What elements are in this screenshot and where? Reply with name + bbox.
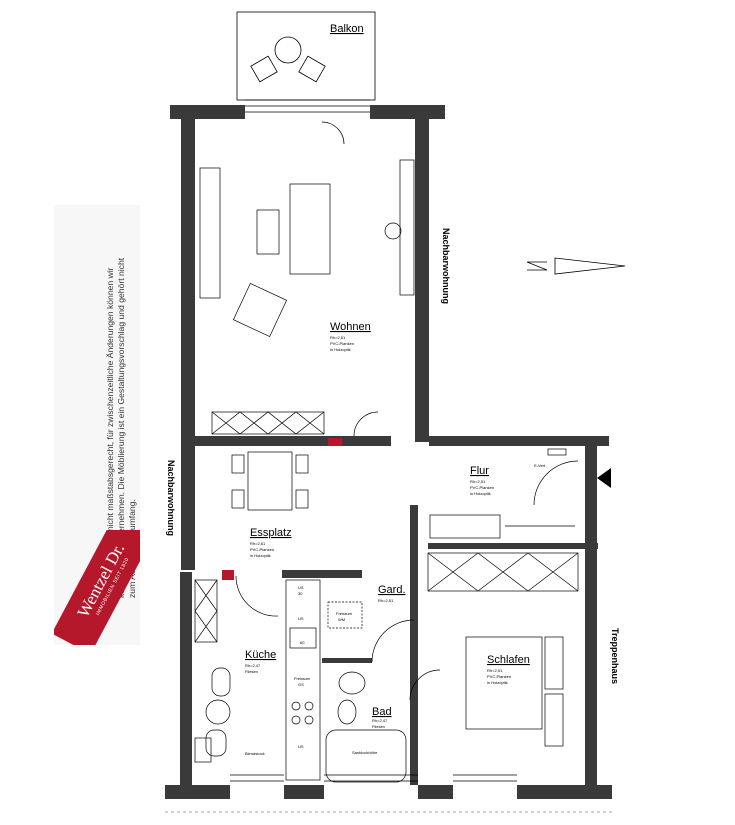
wardrobe-flur: [429, 514, 501, 539]
entrance-marker-icon: [597, 468, 611, 488]
kitchen-cabinet: [194, 579, 218, 643]
floor-type-bad: Fliesen: [372, 724, 385, 729]
side-label-treppenhaus: Treppenhaus: [610, 628, 620, 684]
room-label-bad: Bad: [372, 706, 392, 718]
floor-type-schlafen: PVC-Planken: [487, 674, 511, 679]
balcony-chair-left: [250, 55, 278, 83]
fixture-blendstock: Blendstock: [245, 751, 265, 756]
room-label-schlafen: Schlafen: [487, 654, 530, 666]
fixture-el-vert: E-Vert: [534, 463, 546, 468]
fixture-us60: US: [298, 616, 304, 621]
room-label-gard: Gard.: [378, 584, 406, 596]
washing-machine: [327, 601, 363, 629]
room-label-essplatz: Essplatz: [250, 527, 292, 539]
accent-marks: [222, 438, 342, 580]
north-arrow-icon: [526, 257, 626, 275]
kitchen-counter: [285, 579, 321, 781]
fixture-freiraum-wm-type: WM: [338, 617, 345, 622]
room-label-kueche: Küche: [245, 649, 276, 661]
side-label-nachbar-right: Nachbarwohnung: [441, 228, 451, 304]
fixture-sanblock: Sanblockhöhe: [352, 750, 378, 755]
bathtub: [325, 729, 407, 783]
wardrobe-schlafen: [427, 552, 579, 592]
floor-finish-essplatz: in Holzoptik: [250, 553, 271, 558]
window-seat: [211, 411, 325, 435]
tv-unit: [399, 159, 415, 296]
room-height-schlafen: Rh=2,51: [487, 668, 503, 673]
room-height-flur: Rh=2,51: [470, 479, 486, 484]
fixture-us30: US: [298, 585, 304, 590]
logo-banner: Wentzel Dr. IMMOBILIEN SEIT 1820: [54, 530, 140, 645]
dining-table: [247, 451, 293, 511]
el-vert-box: [547, 448, 567, 456]
fixture-freiraum-wm: Freiraum: [336, 611, 353, 616]
desk-chair: [384, 222, 402, 240]
floor-type-wohnen: PVC-Planken: [330, 341, 354, 346]
fixture-freiraum-gs: Freiraum: [294, 676, 311, 681]
sofa: [289, 183, 331, 275]
balcony-table: [274, 36, 302, 64]
room-label-flur: Flur: [470, 465, 489, 477]
room-height-wohnen: Rh=2,51: [330, 335, 346, 340]
coffee-table: [256, 209, 280, 255]
room-label-wohnen: Wohnen: [330, 321, 371, 333]
bed: [465, 636, 543, 730]
balcony-chair-right: [298, 55, 326, 83]
floor-finish-flur: in Holzoptik: [470, 491, 491, 496]
floor-finish-wohnen: in Holzoptik: [330, 347, 351, 352]
room-height-essplatz: Rh=2,51: [250, 541, 266, 546]
sideboard-left: [199, 167, 221, 299]
walls: [165, 105, 612, 799]
fixture-us60-width: 60: [300, 640, 305, 645]
floor-type-kueche: Fliesen: [245, 669, 258, 674]
toilet: [338, 671, 366, 695]
floor-type-flur: PVC-Planken: [470, 485, 494, 490]
fixture-us: US: [298, 744, 304, 749]
sink: [337, 699, 357, 725]
room-height-bad: Rh=2,47: [372, 718, 388, 723]
side-label-nachbar-left: Nachbarwohnung: [166, 460, 176, 536]
room-height-kueche: Rh=2,47: [245, 663, 261, 668]
fixture-freiraum-gs-type: GS: [298, 682, 304, 687]
company-logo: Wentzel Dr. IMMOBILIEN SEIT 1820: [54, 530, 140, 645]
floor-finish-schlafen: in Holzoptik: [487, 680, 508, 685]
floor-type-essplatz: PVC-Planken: [250, 547, 274, 552]
room-height-gard: Rh=2,51: [378, 598, 394, 603]
fixture-us30-width: 30: [298, 591, 303, 596]
armchair: [232, 282, 288, 338]
room-label-balkon: Balkon: [330, 23, 364, 35]
